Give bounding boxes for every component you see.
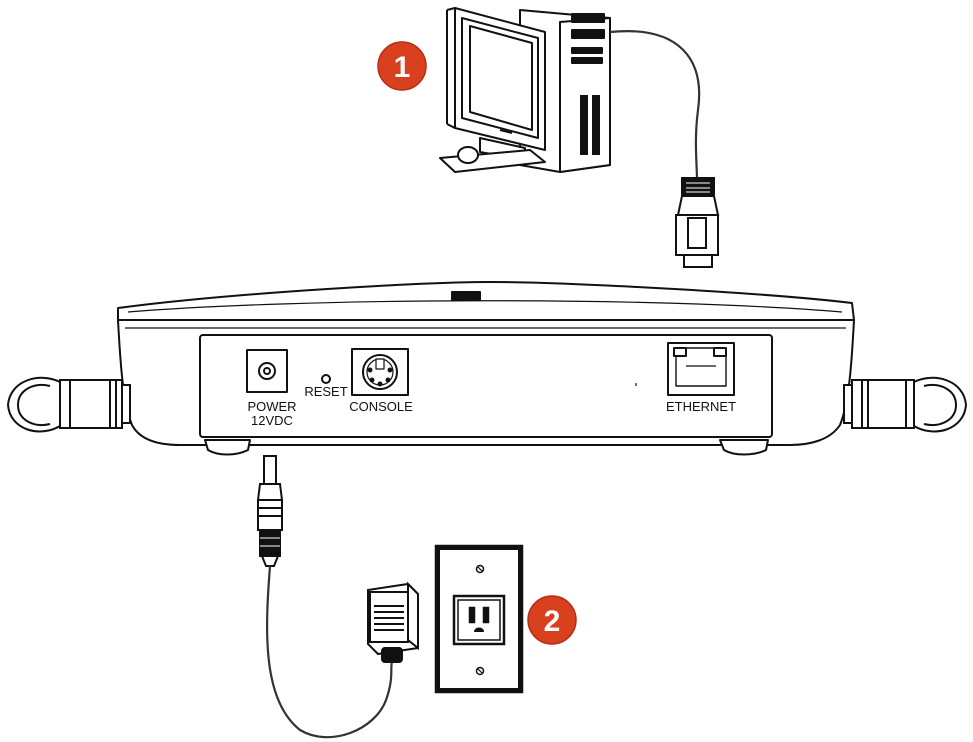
- ethernet-cable: [609, 30, 701, 181]
- right-antenna: [843, 376, 968, 433]
- callout-step-1: 1: [377, 41, 427, 91]
- computer-icon: [439, 7, 611, 173]
- power-plug-icon: [256, 455, 284, 567]
- router-back-panel: [117, 281, 855, 456]
- power-adapter-icon: [367, 581, 419, 663]
- callout-step-2-number: 2: [544, 605, 561, 638]
- ethernet-plug-icon: [675, 177, 720, 268]
- callout-step-2: 2: [527, 595, 577, 645]
- power-label: POWER: [247, 399, 296, 414]
- reset-button: [321, 374, 331, 384]
- power-cable: [266, 565, 394, 739]
- callout-step-1-number: 1: [394, 51, 411, 84]
- wall-outlet-icon: [434, 544, 524, 694]
- reset-label: RESET: [304, 384, 347, 399]
- left-antenna: [6, 376, 131, 433]
- console-label: CONSOLE: [349, 399, 413, 414]
- power-voltage-label: 12VDC: [251, 413, 293, 428]
- ethernet-label: ETHERNET: [666, 399, 736, 414]
